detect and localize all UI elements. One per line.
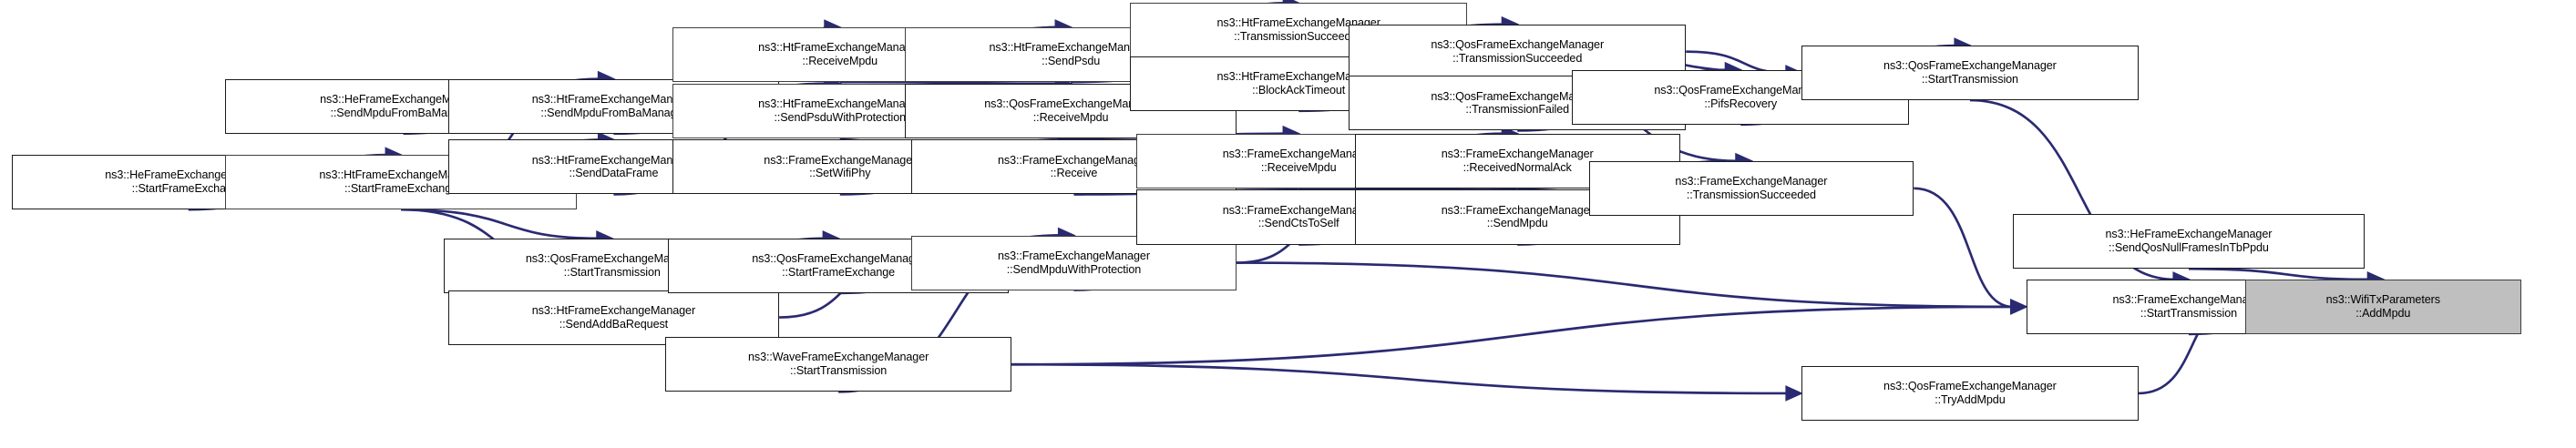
graph-node-n29[interactable]: ns3::QosFrameExchangeManager ::TryAddMpd… (1801, 365, 2139, 421)
graph-node-n25[interactable]: ns3::FrameExchangeManager ::Transmission… (1588, 160, 1914, 216)
graph-node-n26[interactable]: ns3::QosFrameExchangeManager ::StartTran… (1801, 46, 2139, 101)
graph-node-n30[interactable]: ns3::WifiTxParameters ::AddMpdu (2244, 279, 2521, 334)
graph-node-n6[interactable]: ns3::HtFrameExchangeManager ::SendAddBaR… (447, 290, 780, 345)
graph-node-n27[interactable]: ns3::HeFrameExchangeManager ::SendQosNul… (2012, 214, 2366, 270)
graph-node-n11[interactable]: ns3::WaveFrameExchangeManager ::StartTra… (665, 337, 1012, 392)
